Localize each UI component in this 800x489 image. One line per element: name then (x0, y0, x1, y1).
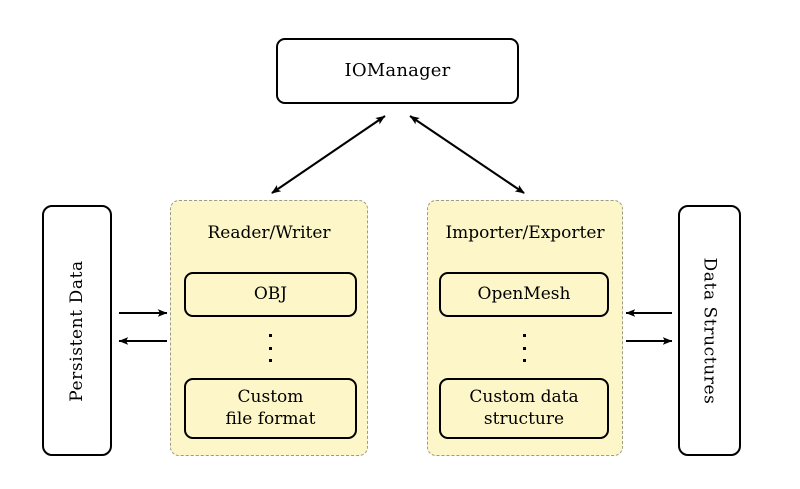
connector-manager-readerwriter (271, 115, 386, 194)
ellipsis-dot (522, 334, 526, 337)
group-importer-exporter-title: Importer/Exporter (445, 223, 605, 243)
ellipsis-dot (522, 359, 526, 362)
component-custom-file-format-label: Custom file format (225, 387, 316, 429)
component-openmesh[interactable]: OpenMesh (439, 272, 609, 317)
component-custom-file-format[interactable]: Custom file format (184, 378, 357, 439)
ellipsis-reader-writer (263, 334, 277, 362)
persistent-data-label: Persistent Data (67, 259, 87, 402)
ellipsis-dot (268, 346, 272, 350)
group-importer-exporter[interactable]: Importer/Exporter OpenMesh Custom data s… (427, 200, 623, 456)
group-reader-writer[interactable]: Reader/Writer OBJ Custom file format (170, 200, 368, 456)
io-manager-node[interactable]: IOManager (276, 38, 519, 104)
component-obj[interactable]: OBJ (184, 272, 357, 317)
component-custom-data-structure-label: Custom data structure (469, 387, 579, 429)
ellipsis-dot (268, 334, 272, 337)
io-manager-label: IOManager (344, 60, 451, 82)
data-structures-label: Data Structures (699, 257, 720, 404)
persistent-data-node[interactable]: Persistent Data (42, 205, 112, 456)
group-reader-writer-title: Reader/Writer (207, 223, 331, 243)
data-structures-node[interactable]: Data Structures (678, 205, 741, 456)
component-openmesh-label: OpenMesh (477, 283, 571, 304)
component-obj-label: OBJ (253, 283, 288, 304)
connector-manager-importerexporter (409, 115, 525, 194)
ellipsis-dot (522, 346, 526, 350)
ellipsis-importer-exporter (517, 334, 531, 362)
ellipsis-dot (268, 359, 272, 362)
component-custom-data-structure[interactable]: Custom data structure (439, 378, 609, 439)
